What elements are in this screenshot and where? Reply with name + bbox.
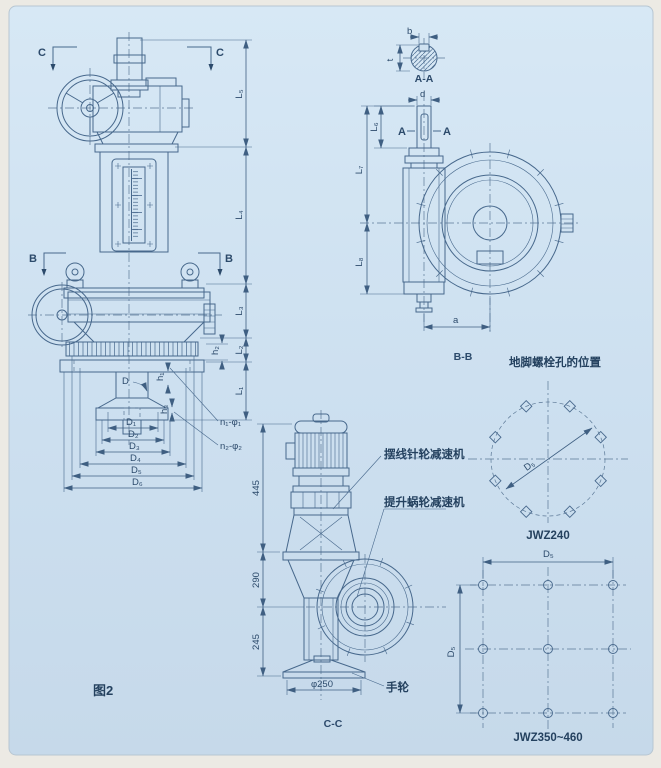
dim-D2-label: D₂ [128,429,139,440]
dim-L7-label: L₇ [354,166,365,175]
diameter-dimension-stack: D₁ D₂ D₃ D₄ D₅ D₆ [63,356,203,492]
dim-a-label: a [453,315,459,326]
bb-caption: B-B [454,351,473,363]
cc-view: φ250 445 290 245 摆线针轮减速机 提升蜗轮减速机 手轮 C-C [251,410,465,730]
bb-side-view: d A A [354,89,580,363]
rim-bolt-ticks [416,149,564,297]
dim-D6-label: D₆ [132,477,143,488]
cycloid-reducer-label: 摆线针轮减速机 [384,447,465,461]
bolt-holes-8 [489,400,607,518]
section-b-left-label: B [29,253,37,265]
marker-a-left: A [398,126,406,138]
dim-445-label: 445 [251,480,262,496]
cc-worm-circle [306,554,446,662]
dim-L1-label: L₁ [234,387,245,396]
keyway-caption: A-A [415,73,434,85]
motor-fins [298,433,344,468]
cc-rim-ticks [316,558,414,656]
dim-D-label: D [122,376,129,387]
jwz240-caption: JWZ240 [526,530,569,542]
dim-L5-label: L₅ [234,89,245,98]
side-handwheel [31,282,93,348]
worm-reducer-label: 提升蜗轮减速机 [384,495,465,509]
scale-ticks-major [132,173,143,237]
jwz350-caption: JWZ350~460 [513,732,582,744]
bolt-holes-9 [478,580,618,718]
dim-d-label: d [420,89,425,100]
vertical-dimension-chain: L₅ L₄ L₃ L₂ L₁ [140,39,252,421]
dim-h2-label: h₂ [210,346,221,355]
cc-caption: C-C [324,718,343,730]
dim-t-label: t [385,58,396,61]
section-c-right-label: C [216,47,224,59]
dim-dia250-label: φ250 [311,679,333,690]
dim-D1-label: D₁ [126,417,136,428]
mounting-flange [65,341,199,357]
foundation-title: 地脚螺栓孔的位置 [509,355,601,369]
dim-h3-label: h₃ [159,405,170,414]
bolts-n1-label: n₁-φ₁ [220,417,241,428]
dim-L2-label: L₂ [234,345,245,354]
handwheel-label: 手轮 [386,680,409,694]
dim-245-label: 245 [251,634,262,650]
dim-L6-label: L₆ [369,122,380,131]
jwz350-dim-top-label: D₅ [543,549,554,560]
dim-L4-label: L₄ [234,210,245,219]
page-background [8,5,654,756]
top-handwheel [48,68,196,148]
keyway-detail-view: b t A-A [385,26,445,85]
dim-h1-label: h₁ [155,373,166,382]
bolts-n2-label: n₂-φ₂ [220,441,242,452]
dim-290-label: 290 [251,572,262,588]
dim-L3-label: L₃ [234,306,245,315]
figure-label: 图2 [93,683,113,698]
dim-D3-label: D₃ [129,441,140,452]
window-screws [115,163,153,247]
jwz350-dim-left-label: D₅ [446,646,457,657]
jwz350-bolt-square: D₅ D₅ JWZ350~460 [446,549,631,744]
jwz240-bolt-circle: D₅ JWZ240 [468,381,628,542]
dim-D5-label: D₅ [131,465,142,476]
dim-b-label: b [407,26,412,37]
section-c-left-label: C [38,47,46,59]
main-elevation-view: C C [28,32,252,698]
section-b-right-label: B [225,253,233,265]
dim-L8-label: L₈ [354,257,365,266]
dim-D4-label: D₄ [130,453,141,464]
marker-a-right: A [443,126,451,138]
